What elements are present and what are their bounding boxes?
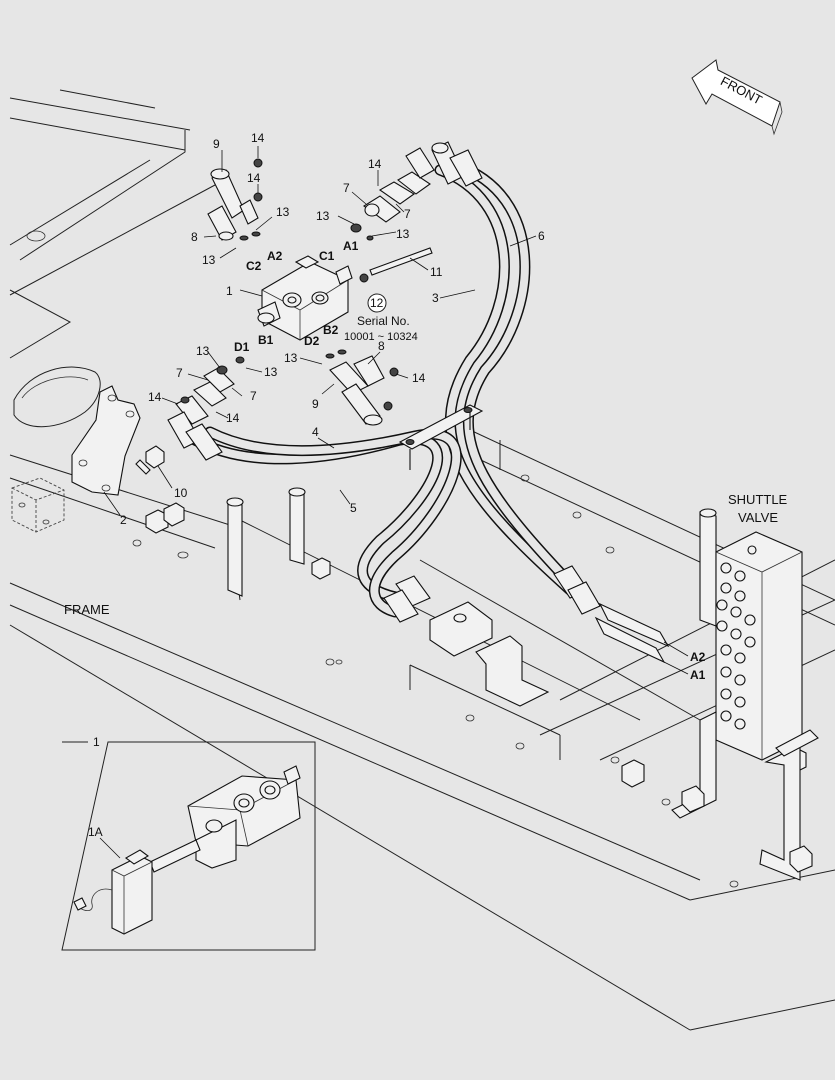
- port-b2: B2: [323, 323, 339, 337]
- front-direction-arrow: FRONT: [691, 59, 783, 136]
- callout-11: 11: [430, 265, 443, 279]
- callout-7: 7: [343, 181, 350, 195]
- upper-right-fittings: [350, 141, 483, 283]
- callout-10: 10: [174, 486, 188, 500]
- callout-8: 8: [191, 230, 198, 244]
- detail-inset: 1 1A: [61, 735, 316, 951]
- bolt: [135, 445, 165, 475]
- shuttle-valve-label-1: SHUTTLE: [728, 492, 788, 507]
- callout-13: 13: [264, 365, 278, 379]
- port-a1: A1: [343, 239, 359, 253]
- callout-14: 14: [226, 411, 240, 425]
- callout-14: 14: [368, 157, 382, 171]
- serial-note: 12 Serial No. 10001 ~ 10324: [344, 293, 418, 343]
- callout-labels: 14 9 14 13 8 13 14 7 7 13 13 11 1 3 6 13…: [120, 131, 545, 527]
- callout-6: 6: [538, 229, 545, 243]
- callout-5: 5: [350, 501, 357, 515]
- callout-7: 7: [404, 207, 411, 221]
- port-labels: A2 C2 C1 A1 B1 D1 D2 B2 A2 A1: [234, 239, 706, 682]
- hose-clamp: [398, 404, 484, 470]
- selector-valve: [257, 255, 353, 341]
- callout-2: 2: [120, 513, 127, 527]
- callout-4: 4: [312, 425, 319, 439]
- lower-left-fittings: [167, 356, 245, 461]
- port-a2: A2: [267, 249, 283, 263]
- callout-14: 14: [247, 171, 261, 185]
- port-c2: C2: [246, 259, 262, 273]
- inset-callout: 1: [93, 735, 100, 749]
- serial-line-2: 10001 ~ 10324: [344, 331, 418, 343]
- hose-end-fittings: [383, 565, 670, 664]
- callout-14: 14: [412, 371, 426, 385]
- shuttle-valve-label-2: VALVE: [738, 510, 778, 525]
- callout-14: 14: [251, 131, 265, 145]
- leader-lines: [103, 146, 689, 675]
- lower-right-fittings: [325, 349, 399, 426]
- small-check-valve: [429, 601, 550, 707]
- callout-7: 7: [176, 366, 183, 380]
- callout-9: 9: [312, 397, 319, 411]
- port-d2: D2: [304, 334, 320, 348]
- callout-3: 3: [432, 291, 439, 305]
- callout-1: 1: [226, 284, 233, 298]
- port-b1: B1: [258, 333, 274, 347]
- callout-13: 13: [316, 209, 330, 223]
- callout-9: 9: [213, 137, 220, 151]
- callout-13: 13: [396, 227, 410, 241]
- shuttle-port-a2: A2: [690, 650, 706, 664]
- callout-14: 14: [148, 390, 162, 404]
- shuttle-valve: [671, 531, 819, 881]
- port-c1: C1: [319, 249, 335, 263]
- callout-13: 13: [276, 205, 290, 219]
- shuttle-port-a1: A1: [690, 668, 706, 682]
- hoses: [189, 159, 596, 618]
- serial-callout: 12: [370, 296, 384, 310]
- mounting-bracket: [71, 385, 141, 496]
- callout-13: 13: [202, 253, 216, 267]
- port-d1: D1: [234, 340, 250, 354]
- callout-7: 7: [250, 389, 257, 403]
- callout-13: 13: [196, 344, 210, 358]
- callout-8: 8: [378, 339, 385, 353]
- callout-13: 13: [284, 351, 298, 365]
- inset-sub-callout: 1A: [88, 825, 103, 839]
- frame-label: FRAME: [64, 602, 110, 617]
- serial-line-1: Serial No.: [357, 314, 410, 328]
